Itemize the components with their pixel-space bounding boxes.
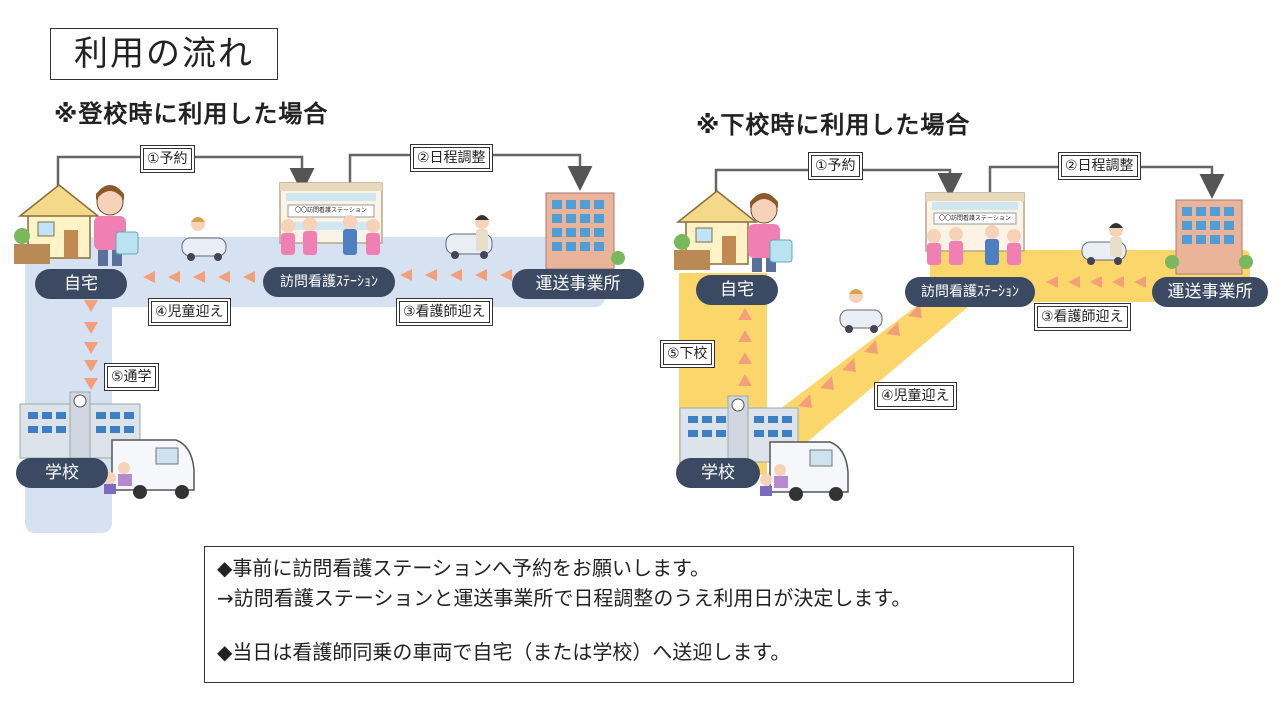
left-station-sign: 〇〇訪問看護ステーション: [295, 207, 367, 214]
left-node-station: 訪問看護ｽﾃｰｼｮﾝ: [263, 267, 395, 297]
right-node-home: 自宅: [696, 275, 778, 305]
right-step-reservation: ①予約: [808, 152, 863, 180]
right-transport-building-icon: [1165, 199, 1253, 275]
left-arrows-nurse-pickup: [400, 269, 512, 281]
right-step-scheduling: ②日程調整: [1058, 152, 1141, 180]
right-arrows-nurse-pickup: [1046, 276, 1146, 288]
right-house-icon: [674, 190, 759, 270]
left-school-building-icon: [19, 391, 141, 459]
right-nurse-car-icon: [839, 289, 883, 333]
left-driver-car-icon: [445, 215, 493, 259]
left-transport-building-icon: [545, 192, 625, 270]
left-node-home: 自宅: [35, 269, 127, 299]
right-step-return: ⑤下校: [660, 340, 715, 368]
left-mother-icon: [94, 185, 139, 266]
right-arrows-return: [738, 308, 752, 386]
right-mother-icon: [748, 193, 793, 272]
page-title: 利用の流れ: [50, 28, 278, 80]
notes-box: ◆事前に訪問看護ステーションへ予約をお願いします。 →訪問看護ステーションと運送…: [204, 546, 1074, 683]
left-staff-group-icon: [281, 215, 380, 255]
left-step-nurse-pickup: ③看護師迎え: [396, 298, 493, 326]
right-step-nurse-pickup: ③看護師迎え: [1034, 303, 1131, 331]
left-step-reservation: ①予約: [140, 145, 195, 173]
left-node-transport: 運送事業所: [512, 269, 644, 299]
left-arrows-child-pickup: [143, 271, 255, 283]
right-arrows-child-pickup: [798, 304, 922, 408]
left-arrows-commute: [84, 300, 98, 390]
note-spacer: [217, 613, 1061, 637]
right-welfare-van-icon: [760, 441, 849, 501]
left-nurse-car-icon: [181, 217, 227, 261]
left-node-school: 学校: [16, 458, 108, 488]
note-scheduling: →訪問看護ステーションと運送事業所で日程調整のうえ利用日が決定します。: [217, 586, 912, 610]
right-case-title: ※下校時に利用した場合: [696, 111, 971, 139]
left-welfare-van-icon: [104, 439, 195, 499]
left-step-commute: ⑤通学: [104, 363, 159, 391]
note-transport: ◆当日は看護師同乗の車両で自宅（または学校）へ送迎します。: [217, 640, 791, 664]
left-house-icon: [14, 184, 101, 264]
right-step-child-pickup: ④児童迎え: [874, 382, 957, 410]
left-station-building-icon: [279, 182, 383, 244]
right-node-transport: 運送事業所: [1152, 277, 1268, 307]
left-step-child-pickup: ④児童迎え: [148, 298, 231, 326]
right-station-building-icon: [925, 192, 1025, 252]
left-case-title: ※登校時に利用した場合: [54, 100, 329, 128]
right-node-school: 学校: [676, 458, 760, 488]
right-node-station: 訪問看護ｽﾃｰｼｮﾝ: [905, 277, 1035, 307]
right-driver-car-icon: [1081, 223, 1127, 265]
right-staff-group-icon: [927, 225, 1021, 265]
right-station-sign: 〇〇訪問看護ステーション: [939, 215, 1011, 222]
note-reservation: ◆事前に訪問看護ステーションへ予約をお願いします。: [217, 556, 710, 580]
left-step-scheduling: ②日程調整: [410, 144, 493, 172]
